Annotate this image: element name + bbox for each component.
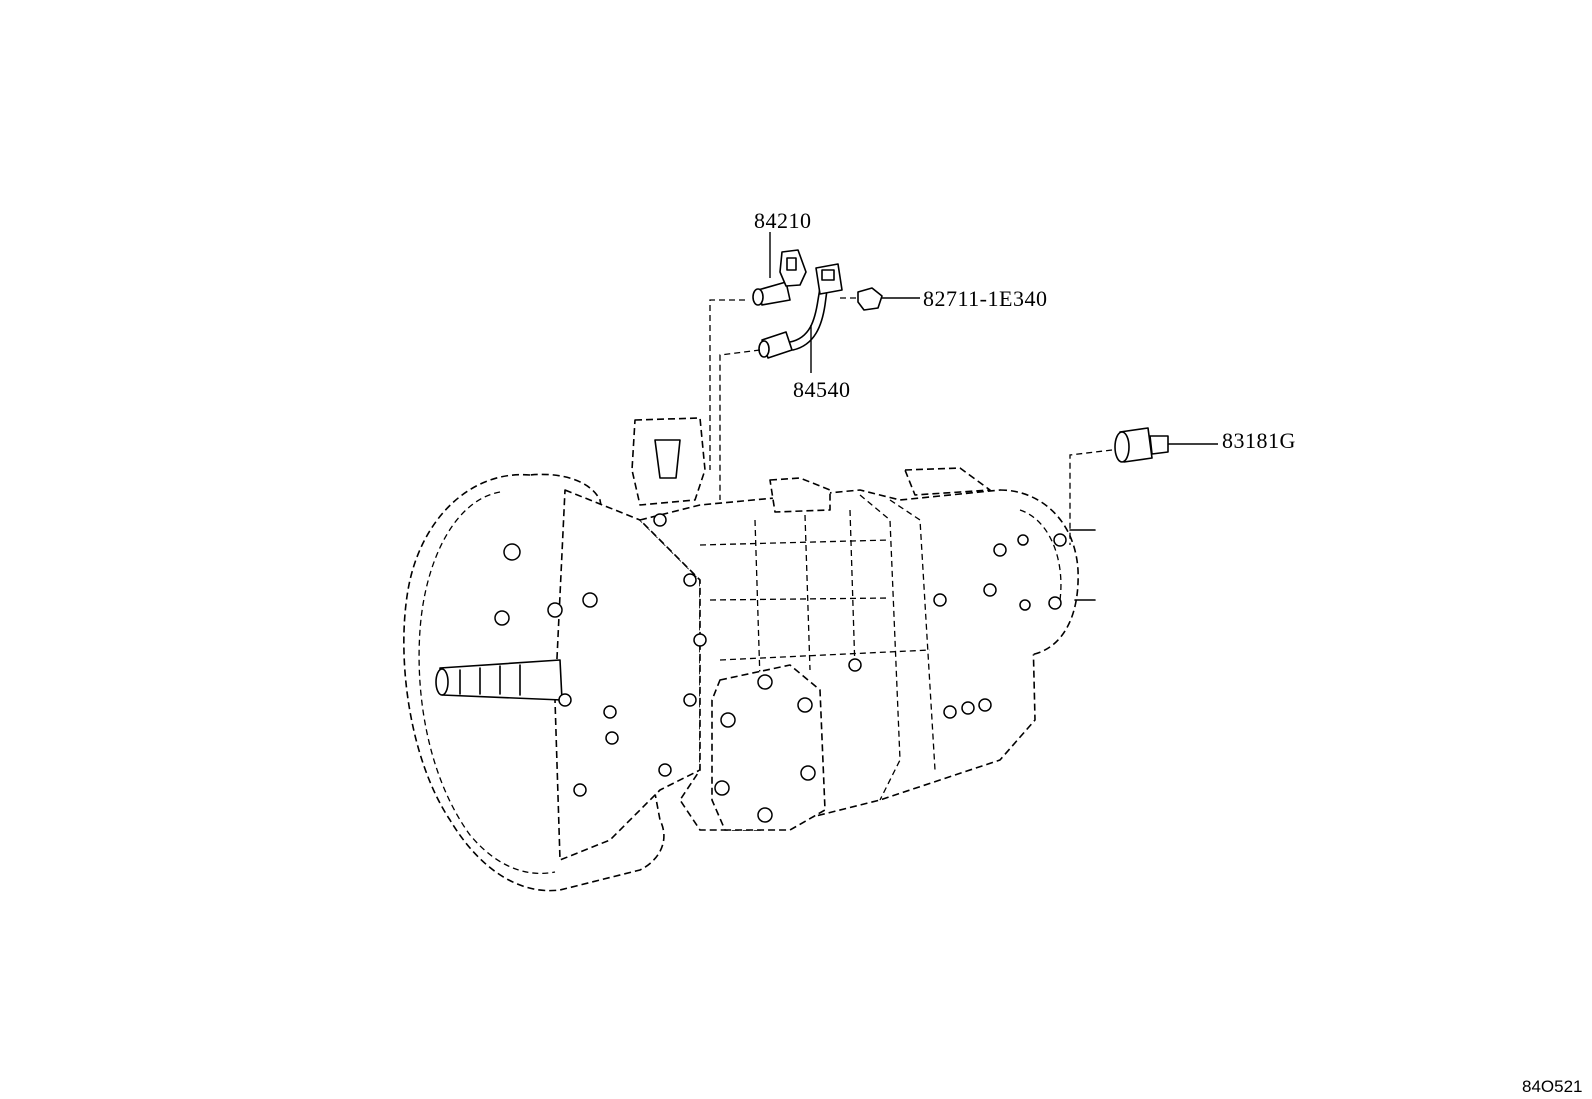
case-rib-2 xyxy=(709,597,891,601)
case-bolt-1 xyxy=(848,658,862,672)
case-bolt-4 xyxy=(978,698,992,712)
callout-84540: 84540 xyxy=(793,377,851,402)
cover-bolt-6 xyxy=(757,807,773,823)
part-83181G xyxy=(1069,427,1218,545)
dashed-84540-to-case xyxy=(719,349,761,500)
sensor-83181G-stem xyxy=(1149,435,1169,455)
flange-bolt-3 xyxy=(693,633,707,647)
rear-extension-inner xyxy=(1019,509,1062,601)
callout-83181G: 83181G xyxy=(1222,428,1296,453)
bell-bolt-5 xyxy=(558,693,572,707)
bell-bolt-7 xyxy=(605,731,619,745)
cover-bolt-3 xyxy=(720,712,736,728)
input-shaft-splines xyxy=(459,664,521,696)
callout-82711-1E340: 82711-1E340 xyxy=(923,286,1047,311)
case-vertical-rib-2 xyxy=(804,514,811,671)
case-rib-1 xyxy=(699,539,891,546)
flange-bolt-4 xyxy=(683,693,697,707)
bell-bolt-2 xyxy=(494,610,510,626)
input-shaft-end xyxy=(435,668,449,696)
case-seam xyxy=(859,494,901,801)
bell-bolt-1 xyxy=(503,543,521,561)
callout-84210: 84210 xyxy=(754,208,812,233)
switch-84540-wire-2 xyxy=(792,289,828,351)
rear-bolt-4 xyxy=(1019,599,1031,611)
bell-bolt-3 xyxy=(547,602,563,618)
bell-bolt-4 xyxy=(582,592,598,608)
case-vertical-rib-1 xyxy=(754,519,761,681)
clamp-82711-body xyxy=(857,287,883,311)
rear-bolt-3 xyxy=(1017,534,1029,546)
rear-bolt-2 xyxy=(1048,596,1062,610)
bell-housing-inner-rim xyxy=(418,491,556,875)
switch-84540-tip xyxy=(758,340,770,358)
case-top-boss-2 xyxy=(904,467,991,496)
switch-84210-connector-pin xyxy=(786,257,797,271)
dashed-84210-to-case xyxy=(709,299,745,470)
case-bolt-3 xyxy=(961,701,975,715)
switch-84540-wire xyxy=(789,287,821,343)
side-cover-plate xyxy=(711,664,826,831)
case-bolt-7 xyxy=(993,543,1007,557)
figure-code: 84O521 xyxy=(1522,1077,1583,1096)
sensor-83181G-face xyxy=(1114,431,1130,463)
cover-bolt-1 xyxy=(757,674,773,690)
rear-extension xyxy=(999,489,1079,656)
flange-bolt-1 xyxy=(653,513,667,527)
dashed-83181G-to-case xyxy=(1069,449,1113,545)
part-82711-1E340 xyxy=(840,287,920,311)
flange-bolt-5 xyxy=(658,763,672,777)
case-bolt-5 xyxy=(983,583,997,597)
case-seam-2 xyxy=(889,499,936,771)
part-84540 xyxy=(719,263,843,500)
cover-bolt-2 xyxy=(797,697,813,713)
flange-bolt-2 xyxy=(683,573,697,587)
bell-bolt-6 xyxy=(603,705,617,719)
cover-bolt-5 xyxy=(714,780,730,796)
main-case xyxy=(639,489,1036,831)
shift-tower xyxy=(631,417,706,506)
switch-84210-tip xyxy=(752,288,764,306)
bell-bolt-8 xyxy=(573,783,587,797)
rear-bolt-1 xyxy=(1053,533,1067,547)
input-shaft xyxy=(439,659,563,701)
transmission-housing xyxy=(403,417,1096,892)
case-vertical-rib-3 xyxy=(849,509,856,671)
case-bolt-6 xyxy=(933,593,947,607)
shift-tower-socket xyxy=(654,439,681,479)
case-bolt-2 xyxy=(943,705,957,719)
part-84210 xyxy=(709,232,807,470)
cover-bolt-4 xyxy=(800,765,816,781)
switch-84540-connector-latch xyxy=(821,269,835,281)
case-top-boss xyxy=(769,477,831,513)
